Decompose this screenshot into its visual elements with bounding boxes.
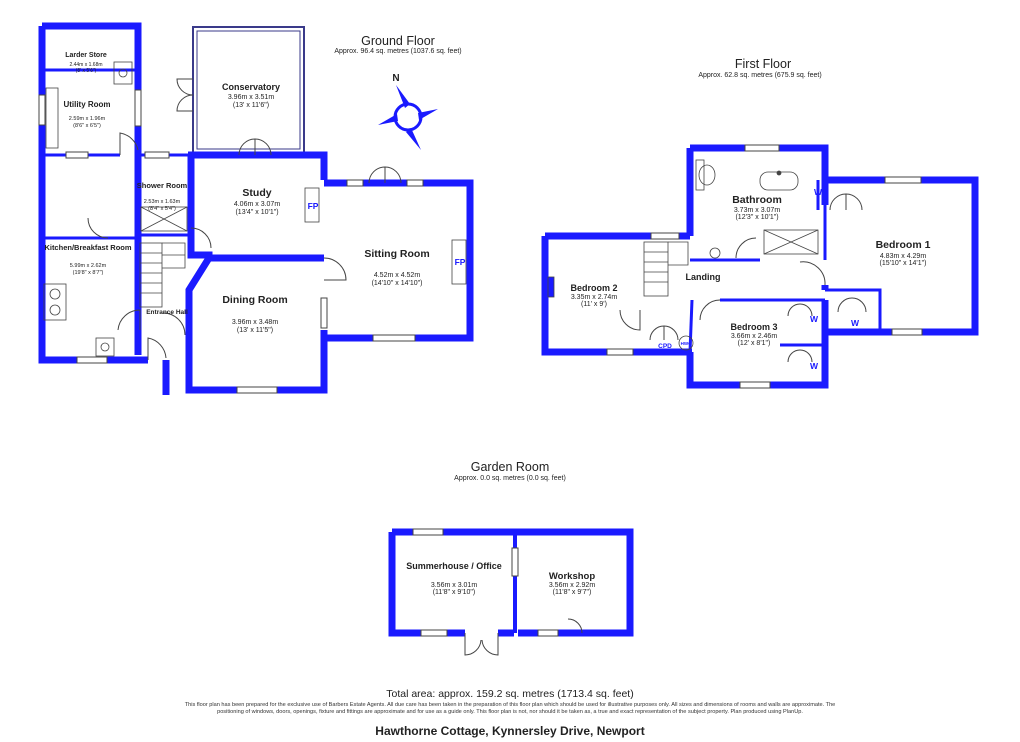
first-doors	[619, 193, 867, 363]
cpd-tag: CPD	[658, 343, 672, 350]
first-fixtures	[547, 159, 819, 351]
utility-name: Utility Room	[63, 100, 110, 109]
garden-room-plan: Garden Room Approx. 0.0 sq. metres (0.0 …	[388, 460, 634, 656]
total-area: Total area: approx. 159.2 sq. metres (17…	[386, 688, 634, 700]
first-floor-area: Approx. 62.8 sq. metres (675.9 sq. feet)	[698, 72, 821, 79]
garden-room-area: Approx. 0.0 sq. metres (0.0 sq. feet)	[454, 475, 566, 482]
ground-stairs	[139, 242, 186, 308]
first-floor-partitions	[688, 180, 882, 353]
study-dims: 4.06m x 3.07m	[234, 201, 280, 208]
conservatory-imperial: (13' x 11'6")	[233, 102, 269, 109]
ground-windows	[38, 89, 424, 394]
workshop-imperial: (11'8" x 9'7")	[553, 589, 592, 596]
kitchen-dims: 5.99m x 2.62m	[70, 263, 107, 269]
disclaimer: This floor plan has been prepared for th…	[184, 702, 836, 715]
wardrobe-tag-3: W	[810, 314, 819, 324]
study-fp-tag: FP	[308, 201, 319, 211]
ground-floor-title: Ground Floor	[361, 34, 435, 48]
compass-rose: N	[378, 73, 438, 150]
wardrobe-tag-4: W	[810, 361, 819, 371]
bedroom2-imperial: (11' x 9')	[581, 301, 607, 308]
larder-imperial: (8' x 5'6")	[76, 68, 97, 74]
property-address: Hawthorne Cottage, Kynnersley Drive, New…	[375, 724, 645, 738]
summerhouse-imperial: (11'8" x 9'10")	[433, 589, 476, 596]
wardrobe-tag-1: W	[814, 187, 823, 197]
kitchen-imperial: (19'8" x 8'7")	[73, 270, 104, 276]
bedroom1-dims: 4.83m x 4.29m	[880, 253, 926, 260]
workshop-name: Workshop	[549, 571, 595, 582]
first-windows	[606, 144, 923, 389]
dining-name: Dining Room	[222, 294, 287, 306]
bedroom2-dims: 3.35m x 2.74m	[571, 294, 617, 301]
utility-dims: 2.59m x 1.96m	[69, 116, 106, 122]
wardrobe-tag-2: W	[851, 318, 860, 328]
ground-fixtures	[43, 61, 467, 357]
kitchen-name: Kitchen/Breakfast Room	[44, 243, 131, 252]
sitting-fp-tag: FP	[455, 257, 466, 267]
bedroom3-name: Bedroom 3	[730, 322, 777, 332]
conservatory-dims: 3.96m x 3.51m	[228, 94, 274, 101]
ground-floor-plan: Ground Floor Approx. 96.4 sq. metres (10…	[38, 22, 474, 395]
dining-dims: 3.96m x 3.48m	[232, 319, 278, 326]
first-room-labels: Bathroom 3.73m x 3.07m (12'3" x 10'1") B…	[570, 187, 930, 371]
ground-floor-area: Approx. 96.4 sq. metres (1037.6 sq. feet…	[334, 48, 461, 55]
garden-doors	[464, 618, 583, 656]
bedroom1-imperial: (15'10" x 14'1")	[880, 260, 927, 267]
bedroom3-imperial: (12' x 8'1")	[738, 340, 771, 347]
first-floor-title: First Floor	[735, 57, 791, 71]
shower-name: Shower Room	[137, 181, 188, 190]
compass-north-label: N	[392, 73, 399, 84]
larder-name: Larder Store	[65, 52, 107, 59]
study-imperial: (13'4" x 10'1")	[235, 209, 278, 216]
hwc-tag: HWC	[681, 341, 692, 346]
ground-doors	[87, 78, 402, 360]
bedroom3-dims: 3.66m x 2.46m	[731, 333, 777, 340]
sitting-name: Sitting Room	[364, 248, 429, 260]
study-name: Study	[242, 187, 271, 199]
bathroom-name: Bathroom	[732, 194, 782, 206]
dining-imperial: (13' x 11'5")	[237, 327, 273, 334]
larder-dims: 2.44m x 1.68m	[69, 62, 102, 68]
entrance-name: Entrance Hall	[146, 309, 188, 316]
first-floor-plan: First Floor Approx. 62.8 sq. metres (675…	[541, 57, 979, 389]
bedroom2-name: Bedroom 2	[570, 283, 617, 293]
ground-room-labels: Larder Store 2.44m x 1.68m (8' x 5'6") U…	[44, 52, 465, 334]
garden-room-title: Garden Room	[471, 460, 550, 474]
shower-imperial: (8'4" x 5'4")	[148, 206, 176, 212]
summerhouse-name: Summerhouse / Office	[406, 561, 502, 571]
garden-room-labels: Summerhouse / Office 3.56m x 3.01m (11'8…	[406, 561, 595, 596]
shower-dims: 2.53m x 1.63m	[144, 199, 181, 205]
sitting-imperial: (14'10" x 14'10")	[372, 280, 423, 287]
summerhouse-dims: 3.56m x 3.01m	[431, 582, 477, 589]
bathroom-dims: 3.73m x 3.07m	[734, 207, 780, 214]
workshop-dims: 3.56m x 2.92m	[549, 582, 595, 589]
sitting-dims: 4.52m x 4.52m	[374, 272, 420, 279]
bedroom1-name: Bedroom 1	[876, 239, 931, 251]
garden-windows	[412, 528, 559, 637]
landing-name: Landing	[686, 272, 721, 282]
bathroom-imperial: (12'3" x 10'1")	[735, 214, 778, 221]
conservatory-name: Conservatory	[222, 82, 280, 92]
utility-imperial: (8'6" x 6'5")	[73, 123, 101, 129]
